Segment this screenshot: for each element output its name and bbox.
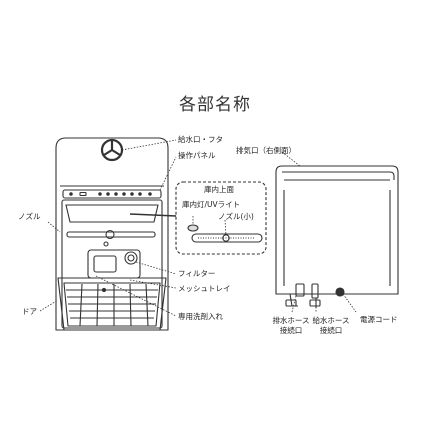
label-supply-hose: 給水ホース 接続口 [306, 316, 356, 336]
label-drain-hose-line1: 排水ホース [272, 316, 310, 325]
control-panel [60, 185, 164, 199]
power-cord-icon [335, 287, 345, 297]
label-power-cord: 電源コード [360, 315, 398, 324]
filter-icon [124, 251, 138, 265]
label-nozzle: ノズル [18, 212, 41, 221]
dishwasher-side-view [275, 165, 399, 308]
nozzle-bar [66, 229, 156, 247]
label-exhaust: 排気口（右側面） [236, 146, 296, 155]
inner-light-icon [187, 224, 199, 232]
dishwasher-front-view [55, 137, 169, 331]
label-drain-hose-line2: 接続口 [279, 326, 303, 336]
label-inner-top: 庫内上面 [204, 185, 234, 194]
label-drain-hose: 排水ホース 接続口 [266, 316, 316, 336]
label-filter: フィルター [178, 269, 216, 278]
label-door: ドア [22, 307, 37, 316]
label-supply-hose-line1: 給水ホース [312, 316, 350, 325]
leader-lines [39, 139, 357, 317]
inset-pointer [129, 213, 177, 217]
page-title: 各部名称 [179, 95, 251, 115]
label-nozzle-small: ノズル(小) [218, 212, 254, 221]
label-supply-hose-line2: 接続口 [319, 326, 343, 336]
label-fill-port: 給水口・フタ [178, 135, 223, 144]
label-inner-light: 庫内灯/UVライト [182, 200, 241, 209]
small-nozzle-icon [191, 233, 263, 243]
inner-top-inset [175, 181, 267, 255]
label-control-panel: 操作パネル [178, 151, 216, 160]
door [57, 277, 167, 331]
label-mesh-tray: メッシュトレイ [178, 284, 231, 293]
label-detergent: 専用洗剤入れ [178, 312, 223, 321]
